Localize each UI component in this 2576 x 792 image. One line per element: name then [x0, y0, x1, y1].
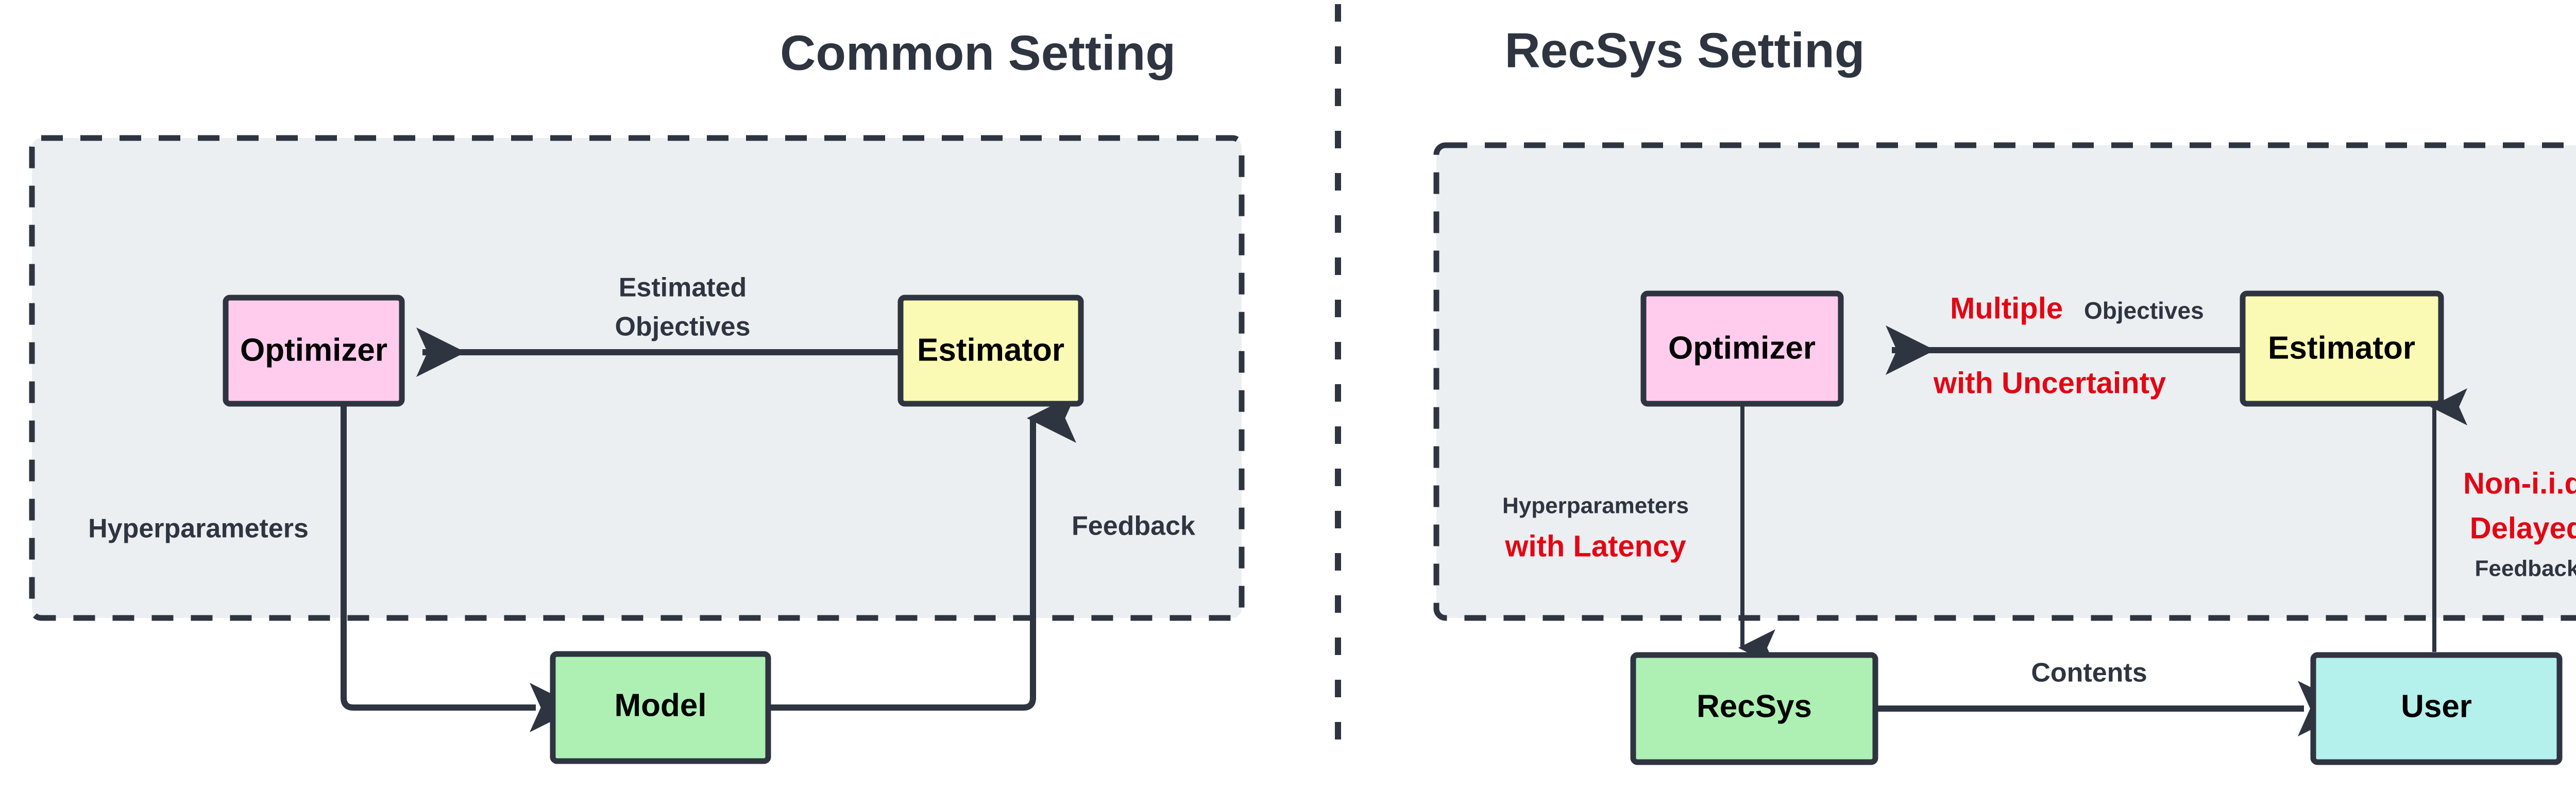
node-model-common-label: Model	[614, 687, 706, 723]
edge-label-multiple-objectives: Multiple Objectives with Uncertainty	[1933, 291, 2204, 400]
node-estimator-recsys[interactable]: Estimator	[2240, 290, 2444, 407]
node-optimizer-common-box	[223, 295, 405, 407]
node-estimator-common[interactable]: Estimator	[897, 295, 1084, 407]
connector-feedback	[768, 393, 1076, 711]
node-estimator-recsys-box	[2240, 290, 2444, 407]
node-recsys-label: RecSys	[1697, 688, 1812, 724]
node-model-common[interactable]: Model	[550, 651, 771, 764]
common-dashed-region	[29, 135, 1245, 621]
node-user-label: User	[2401, 688, 2472, 724]
node-estimator-common-box	[897, 295, 1084, 407]
panel-title-common: Common Setting	[780, 25, 1176, 80]
edge-label-objectives-dark: Objectives	[2084, 297, 2204, 324]
edge-label-hyperparameters-recsys: Hyperparameters	[1502, 493, 1689, 519]
edge-label-multiple-red: Multiple	[1950, 291, 2063, 325]
node-recsys-box	[1630, 652, 1878, 765]
connector-hyperparameters	[341, 404, 579, 732]
panel-recsys-setting: RecSys Setting Optimizer Estimator	[1433, 23, 2576, 765]
edge-label-delayed-red: Delayed	[2470, 511, 2576, 545]
node-optimizer-recsys-box	[1640, 290, 1844, 407]
edge-label-feedback-recsys: Feedback	[2475, 556, 2576, 581]
node-recsys[interactable]: RecSys	[1630, 652, 1878, 765]
node-estimator-common-label: Estimator	[917, 332, 1064, 368]
edge-label-with-uncertainty-red: with Uncertainty	[1933, 366, 2166, 400]
panel-common-setting: Common Setting Optimizer Estimator Mo	[29, 25, 1245, 764]
edge-label-feedback-common: Feedback	[1072, 511, 1195, 541]
edge-label-with-latency-red: with Latency	[1504, 529, 1686, 563]
node-estimator-recsys-label: Estimator	[2268, 330, 2415, 366]
edge-label-noniid-delayed-feedback: Non-i.i.d. Delayed Feedback	[2463, 467, 2576, 581]
panel-title-recsys: RecSys Setting	[1505, 23, 1865, 78]
edge-label-hyperparameters-common: Hyperparameters	[88, 514, 309, 544]
node-optimizer-common[interactable]: Optimizer	[223, 295, 405, 407]
node-optimizer-recsys-label: Optimizer	[1668, 330, 1816, 366]
edge-label-noniid-red: Non-i.i.d.	[2463, 467, 2576, 500]
edge-label-estimated-line2: Objectives	[615, 312, 750, 342]
recsys-dashed-region	[1433, 142, 2576, 621]
edge-label-hyperparameters-latency: Hyperparameters with Latency	[1502, 493, 1689, 563]
node-user-box	[2310, 652, 2563, 765]
node-user[interactable]: User	[2310, 652, 2563, 765]
edge-label-estimated-line1: Estimated	[619, 273, 747, 303]
node-optimizer-common-label: Optimizer	[240, 332, 387, 368]
edge-label-contents: Contents	[2031, 658, 2147, 688]
edge-label-estimated-objectives: Estimated Objectives	[615, 273, 750, 342]
node-model-common-box	[550, 651, 771, 764]
node-optimizer-recsys[interactable]: Optimizer	[1640, 290, 1844, 407]
